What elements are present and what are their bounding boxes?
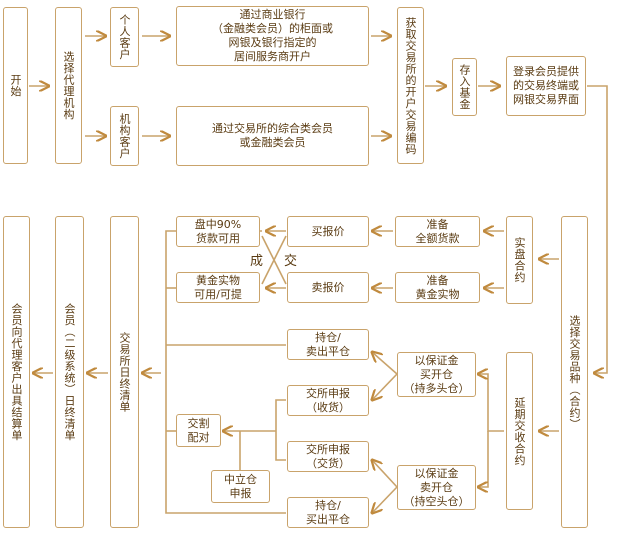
bus-exch-declares [275,399,286,461]
prepare-funds-node: 准备 全额货款 [395,216,480,247]
start-node: 开始 [3,7,28,164]
arrow-margin-buy-hold [372,352,398,375]
exchange-declare-receive-node: 交所申报 （收货） [287,385,369,416]
choose-product-node: 选择交易品种（合约） [561,216,588,528]
arrow-margin-sell-hold [372,486,398,513]
prepare-gold-node: 准备 黄金实物 [395,272,480,303]
member-settlement-statement-node: 会员向代理客户出具结算单 [3,216,30,528]
arrow-deferred-margin-buy [478,374,504,432]
login-terminal-node: 登录会员提供 的交易终端或 网银交易界面 [506,56,586,116]
delivery-match-node: 交割 配对 [176,414,221,447]
hold-sell-close-node: 持仓/ 卖出平仓 [287,329,369,360]
buy-quote-node: 买报价 [287,216,369,247]
arrow-deferred-margin-sell [478,431,489,487]
get-exchange-code-node: 获取交易所的开户交易编码 [397,7,424,164]
deferred-contract-node: 延期交收合约 [506,352,533,510]
arrow-login-product [587,85,608,373]
member-open-account-node: 通过交易所的综合类会员 或金融类会员 [176,106,369,166]
hold-buy-close-node: 持仓/ 买出平仓 [287,497,369,528]
margin-buy-open-node: 以保证金 买开仓 （持多头仓） [397,352,476,397]
margin-sell-open-node: 以保证金 卖开仓 （持空头仓） [397,465,476,510]
deal-label-left: 成 [250,254,264,269]
arrow-margin-sell-deliver [372,460,398,488]
neutral-position-declare-node: 中立仓 申报 [211,470,270,503]
individual-client-node: 个人客户 [110,7,139,67]
plate-funds-available-node: 盘中90% 货款可用 [176,216,260,247]
choose-agent-node: 选择代理机构 [55,7,82,164]
gold-available-node: 黄金实物 可用/可提 [176,272,260,303]
exchange-daily-statement-node: 交易所日终清单 [110,216,139,528]
spot-contract-node: 实盘合约 [506,216,533,304]
bank-open-account-node: 通过商业银行 （金融类会员）的柜面或 网银及银行指定的 居间服务商开户 [176,6,369,66]
exchange-declare-deliver-node: 交所申报 （交货） [287,441,369,472]
member-daily-statement-node: 会员（二级系统）日终清单 [55,216,84,528]
sell-quote-node: 卖报价 [287,272,369,303]
institution-client-node: 机构客户 [110,106,139,166]
arrow-margin-buy-receive [372,373,398,400]
deal-label-right: 交 [284,254,298,269]
cross-line-b [261,235,287,285]
deposit-funds-node: 存入基金 [452,58,477,116]
